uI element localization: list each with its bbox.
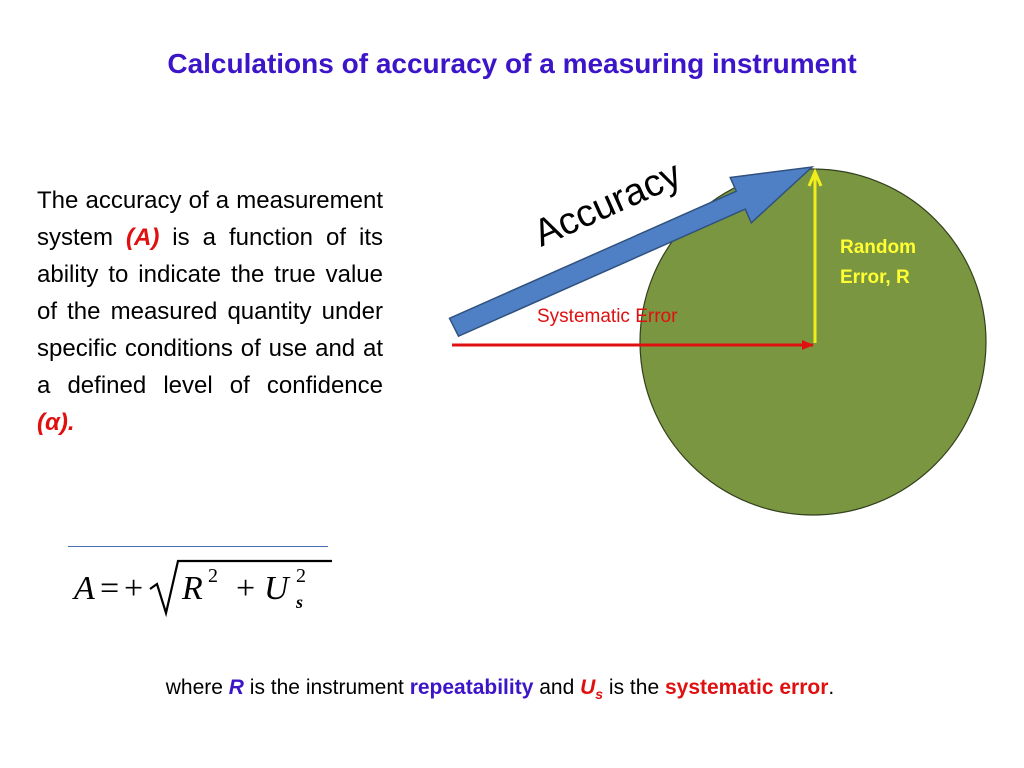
footer-u-sub: s	[595, 686, 604, 703]
random-error-label-line2: Error, R	[840, 267, 910, 288]
systematic-error-label: Systematic Error	[537, 306, 678, 327]
random-error-label-line1: Random	[840, 237, 916, 258]
accuracy-arrow	[448, 165, 815, 338]
definition-text-1: The accuracy of a measurement system	[37, 187, 383, 251]
formula-term-r: R	[181, 570, 203, 607]
footer-part-4: is the	[603, 676, 665, 699]
footer-part-3: and	[533, 676, 581, 699]
formula-term-u: U	[264, 570, 291, 607]
formula-divider	[68, 546, 328, 547]
formula-equals: =	[100, 570, 119, 607]
footer-repeatability: repeatability	[409, 676, 534, 699]
confidence-symbol: (α).	[37, 409, 75, 436]
formula-exp-r: 2	[208, 565, 218, 587]
accuracy-diagram: Accuracy Random Error, R Systematic Erro…	[448, 153, 987, 516]
accuracy-symbol: (A)	[126, 224, 160, 251]
footer-part-1: where	[165, 676, 229, 699]
formula-plus-sign: +	[124, 570, 143, 607]
footer-r: R	[228, 676, 244, 699]
slide-title: Calculations of accuracy of a measuring …	[167, 48, 857, 79]
formula-lhs: A	[72, 570, 95, 607]
footer-u: U	[580, 676, 596, 699]
formula-radical	[149, 559, 332, 618]
random-error-arrowhead	[807, 168, 823, 187]
footer-part-2: is the instrument	[243, 676, 410, 699]
definition-text-2: is a function of its ability to indicate…	[37, 224, 383, 399]
formula-plus: +	[236, 570, 255, 607]
formula-exp-u: 2	[296, 565, 306, 587]
footer-sentence: where R is the instrument repeatability …	[0, 676, 1000, 702]
formula-sub-u: s	[295, 592, 303, 612]
definition-paragraph: The accuracy of a measurement system (A)…	[37, 182, 383, 441]
footer-part-5: .	[828, 676, 835, 699]
accuracy-formula: A = + R 2 + U 2 s	[72, 559, 332, 618]
footer-systematic-error: systematic error	[664, 676, 829, 699]
